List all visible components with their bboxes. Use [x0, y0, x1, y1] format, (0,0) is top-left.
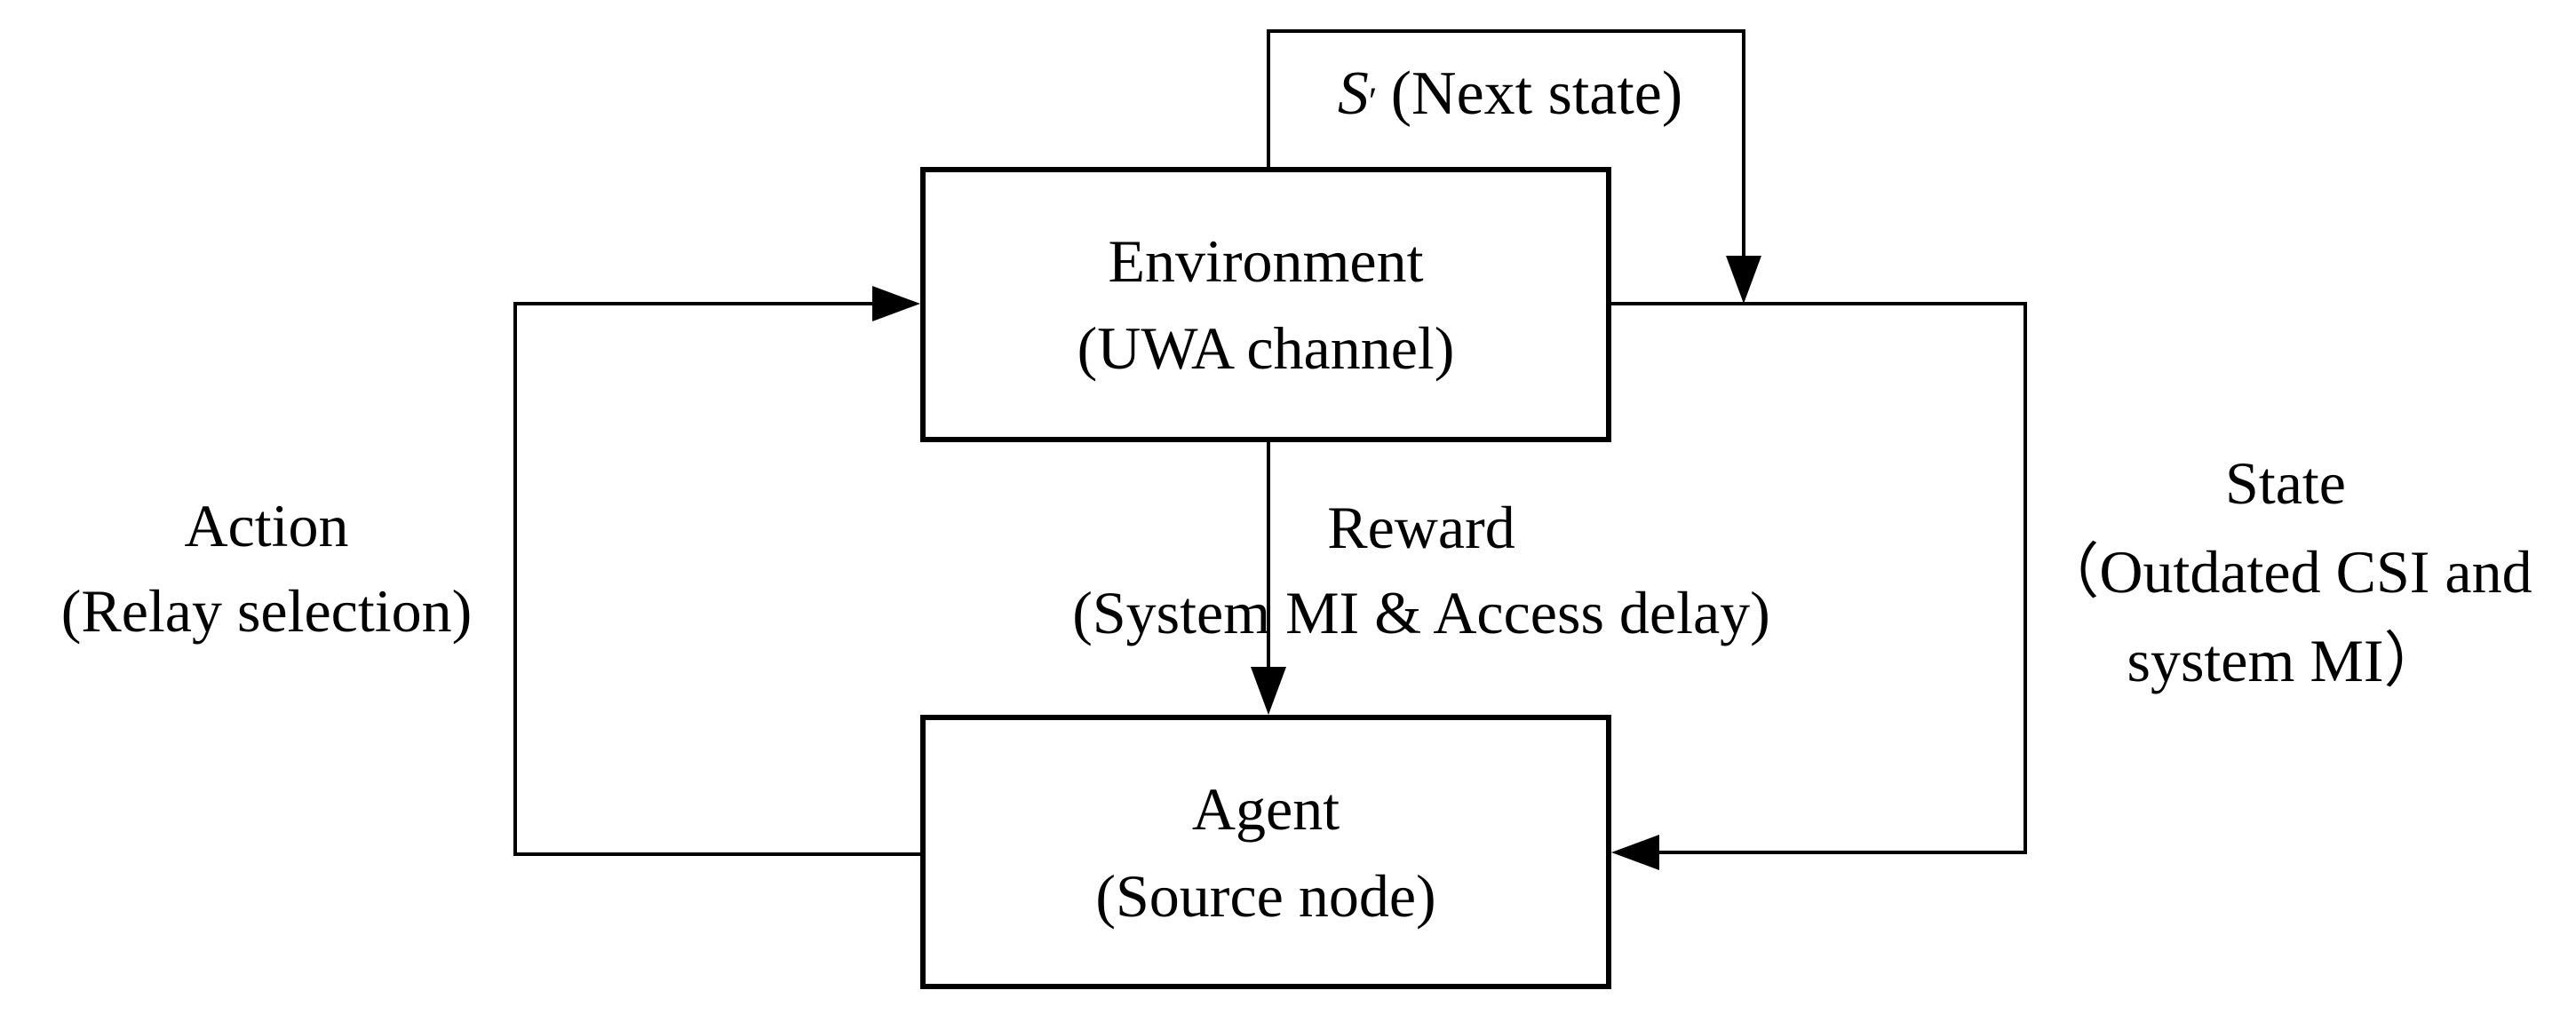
state-edge-label: State （Outdated CSI and system MI）	[2001, 439, 2570, 705]
state-label-line2: （Outdated CSI and	[2039, 538, 2532, 606]
action-label-line1: Action	[184, 492, 349, 559]
next-state-edge-label: S′ (Next state)	[1270, 52, 1750, 137]
action-edge-label: Action (Relay selection)	[18, 483, 515, 654]
agent-node-title: Agent	[1191, 774, 1340, 843]
state-arrowhead	[1611, 835, 1659, 870]
environment-node: Environment (UWA channel)	[920, 167, 1611, 442]
state-arrow-line	[1611, 302, 2027, 854]
reward-edge-label: Reward (System MI & Access delay)	[1013, 485, 1830, 655]
next-state-prime: ′	[1368, 80, 1378, 123]
next-state-arrow-line	[1267, 29, 1745, 257]
environment-node-subtitle: (UWA channel)	[1077, 314, 1455, 382]
action-label-line2: (Relay selection)	[60, 577, 473, 645]
agent-node-subtitle: (Source node)	[1095, 861, 1436, 930]
reward-label-line2: (System MI & Access delay)	[1072, 579, 1770, 646]
reward-label-line1: Reward	[1327, 494, 1515, 561]
next-state-arrowhead	[1726, 256, 1761, 304]
next-state-symbol: S	[1337, 59, 1369, 128]
environment-node-title: Environment	[1108, 227, 1424, 295]
reward-arrowhead	[1251, 667, 1286, 715]
state-label-line3: system MI）	[2127, 627, 2445, 694]
agent-node: Agent (Source node)	[920, 715, 1611, 989]
next-state-text: (Next state)	[1390, 59, 1683, 128]
state-label-line1: State	[2225, 449, 2346, 517]
action-arrowhead	[872, 286, 920, 321]
action-arrow-line	[513, 302, 920, 856]
